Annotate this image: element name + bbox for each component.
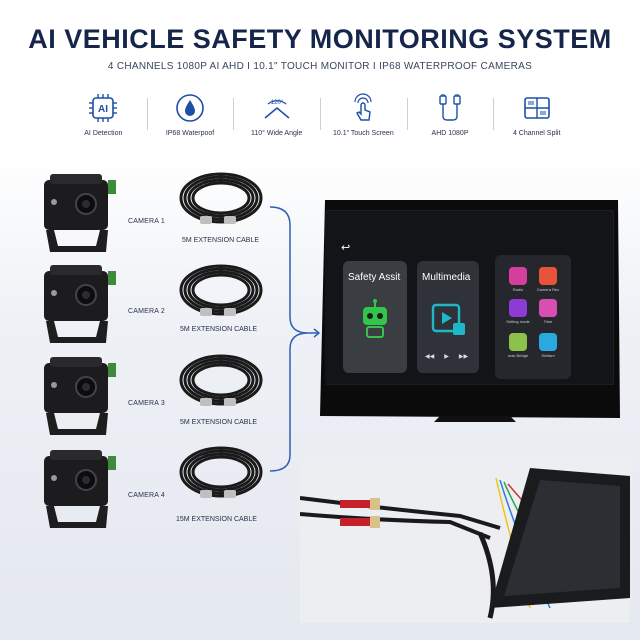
safety-assist-title: Safety Assit: [348, 272, 401, 283]
app-grid-panel: Radio Camera Rec Setting mode Time mac B…: [495, 255, 571, 379]
app-label[interactable]: Time: [543, 319, 553, 324]
camera-4-label: CAMERA 4: [128, 492, 165, 499]
camera-1-image: [44, 174, 116, 252]
feature-wide-angle: 120° 110° Wide Angle: [233, 92, 320, 147]
camera-2-image: [44, 265, 116, 343]
feature-touch-screen: 10.1" Touch Screen: [320, 92, 407, 147]
mac-bridge-app-icon: [509, 333, 527, 351]
feature-label: 110° Wide Angle: [251, 130, 303, 137]
touch-icon: [354, 93, 372, 121]
connector-bracket: [269, 206, 320, 472]
wiring-inset: [300, 458, 630, 623]
camera-1-label: CAMERA 1: [128, 218, 165, 225]
cable-4-image: [179, 446, 263, 498]
play-icon[interactable]: ▶: [444, 354, 449, 360]
safety-assist-panel[interactable]: Safety Assit: [343, 261, 407, 373]
robot-icon: [363, 299, 387, 338]
feature-label: AHD 1080P: [431, 130, 469, 137]
cable-3-image: [179, 354, 263, 406]
cable-3-label: 5M EXTENSION CABLE: [180, 419, 258, 426]
multimedia-title: Multimedia: [422, 272, 471, 283]
feature-waterproof: IP68 Waterpoof: [146, 92, 234, 147]
cable-2-label: 5M EXTENSION CABLE: [180, 326, 258, 333]
wide-angle-badge: 120°: [270, 100, 283, 106]
page-subtitle: 4 CHANNELS 1080P AI AHD I 10.1" TOUCH MO…: [107, 61, 533, 72]
app-label[interactable]: Radio: [512, 287, 524, 292]
setting-mode-app-icon: [509, 299, 527, 317]
camera-3-label: CAMERA 3: [128, 400, 165, 407]
cable-1-label: 5M EXTENSION CABLE: [182, 237, 260, 244]
app-label[interactable]: Camera Rec: [536, 287, 560, 292]
cable-2-image: [179, 264, 263, 316]
feature-ai-detection: AI AI Detection: [60, 92, 147, 147]
feature-ahd: AHD 1080P: [406, 92, 494, 147]
app-label[interactable]: Setting mode: [506, 319, 530, 324]
back-icon[interactable]: ↩: [341, 242, 351, 254]
fast-forward-icon[interactable]: ▶▶: [458, 354, 469, 360]
ai-icon: AI: [89, 94, 118, 122]
camera-rec-app-icon: [539, 267, 557, 285]
cable-icon: [439, 94, 461, 121]
media-player-icon: [431, 303, 465, 335]
camera-2-label: CAMERA 2: [128, 308, 165, 315]
wiring-harness-image: [300, 468, 630, 619]
app-label[interactable]: Sinifam: [541, 353, 555, 358]
cable-1-image: [179, 172, 263, 224]
camera-4-image: [44, 450, 116, 528]
monitor-screen[interactable]: ↩ Safety Assit Multimedia ◀◀ ▶ ▶▶: [325, 211, 613, 384]
rewind-icon[interactable]: ◀◀: [425, 354, 435, 360]
camera-3-image: [44, 357, 116, 435]
feature-label: 4 Channel Split: [512, 130, 561, 137]
feature-row: AI AI Detection IP68 Waterpoof 120° 110°…: [60, 92, 580, 147]
app-label[interactable]: mac Bridge: [507, 353, 529, 358]
radio-app-icon: [509, 267, 527, 285]
sinifam-app-icon: [539, 333, 557, 351]
feature-label: IP68 Waterpoof: [165, 130, 215, 137]
water-drop-icon: [176, 94, 204, 122]
time-app-icon: [539, 299, 557, 317]
cable-4-label: 15M EXTENSION CABLE: [176, 516, 257, 523]
multimedia-panel[interactable]: Multimedia ◀◀ ▶ ▶▶: [417, 261, 479, 373]
split-screen-icon: [523, 97, 550, 119]
svg-text:AI: AI: [98, 104, 108, 115]
feature-label: AI Detection: [84, 130, 123, 137]
wide-angle-icon: 120°: [264, 100, 290, 119]
media-controls: ◀◀ ▶ ▶▶: [425, 353, 468, 360]
page-title: AI VEHICLE SAFETY MONITORING SYSTEM: [28, 24, 612, 54]
feature-label: 10.1" Touch Screen: [332, 130, 394, 137]
app-icons: [509, 267, 557, 351]
feature-split: 4 Channel Split: [493, 92, 580, 147]
